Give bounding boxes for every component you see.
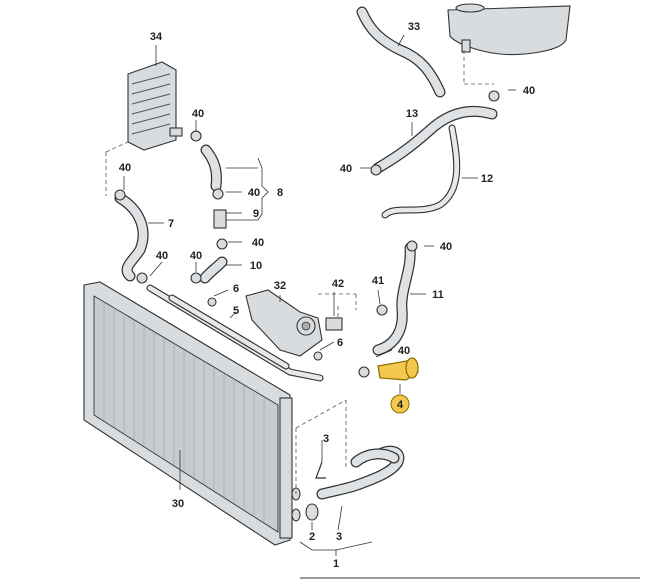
label-40: 40 xyxy=(156,250,168,262)
label-13: 13 xyxy=(406,108,418,120)
label-4: 4 xyxy=(397,399,404,411)
label-6: 6 xyxy=(337,337,343,349)
label-6: 6 xyxy=(233,283,239,295)
label-34: 34 xyxy=(150,31,163,43)
label-3: 3 xyxy=(336,531,342,543)
label-33: 33 xyxy=(408,21,420,33)
label-30: 30 xyxy=(172,498,184,510)
label-40: 40 xyxy=(119,162,131,174)
radiator-part-30 xyxy=(83,281,301,546)
label-8: 8 xyxy=(277,187,283,199)
label-40: 40 xyxy=(248,187,260,199)
callout-labels: 34 40 40 7 40 40 40 9 40 10 8 6 5 32 42 … xyxy=(119,21,535,570)
label-7: 7 xyxy=(168,218,174,230)
label-40: 40 xyxy=(190,250,202,262)
leader-lines xyxy=(123,34,516,556)
callout-4-badge[interactable]: 4 xyxy=(390,394,410,414)
label-32: 32 xyxy=(274,280,286,292)
label-41: 41 xyxy=(372,275,384,287)
label-5: 5 xyxy=(233,305,239,317)
hoses xyxy=(114,6,498,500)
label-12: 12 xyxy=(481,173,493,185)
label-9: 9 xyxy=(253,208,259,220)
label-40: 40 xyxy=(192,108,204,120)
label-40: 40 xyxy=(398,345,410,357)
clips-and-small-parts xyxy=(114,90,500,521)
label-11: 11 xyxy=(432,289,444,301)
label-40: 40 xyxy=(340,163,352,175)
label-40: 40 xyxy=(252,237,264,249)
label-40: 40 xyxy=(440,241,452,253)
dashed-alignment-lines xyxy=(105,50,494,494)
label-3: 3 xyxy=(323,433,329,445)
label-1: 1 xyxy=(333,558,339,570)
highlighted-connector-part-4[interactable] xyxy=(377,357,419,381)
expansion-tank xyxy=(447,3,571,55)
oil-cooler-part-34 xyxy=(127,61,183,151)
label-40: 40 xyxy=(523,85,535,97)
label-42: 42 xyxy=(332,278,344,290)
label-2: 2 xyxy=(309,531,315,543)
thermostat-housing-part-32 xyxy=(245,289,323,357)
label-10: 10 xyxy=(250,260,262,272)
